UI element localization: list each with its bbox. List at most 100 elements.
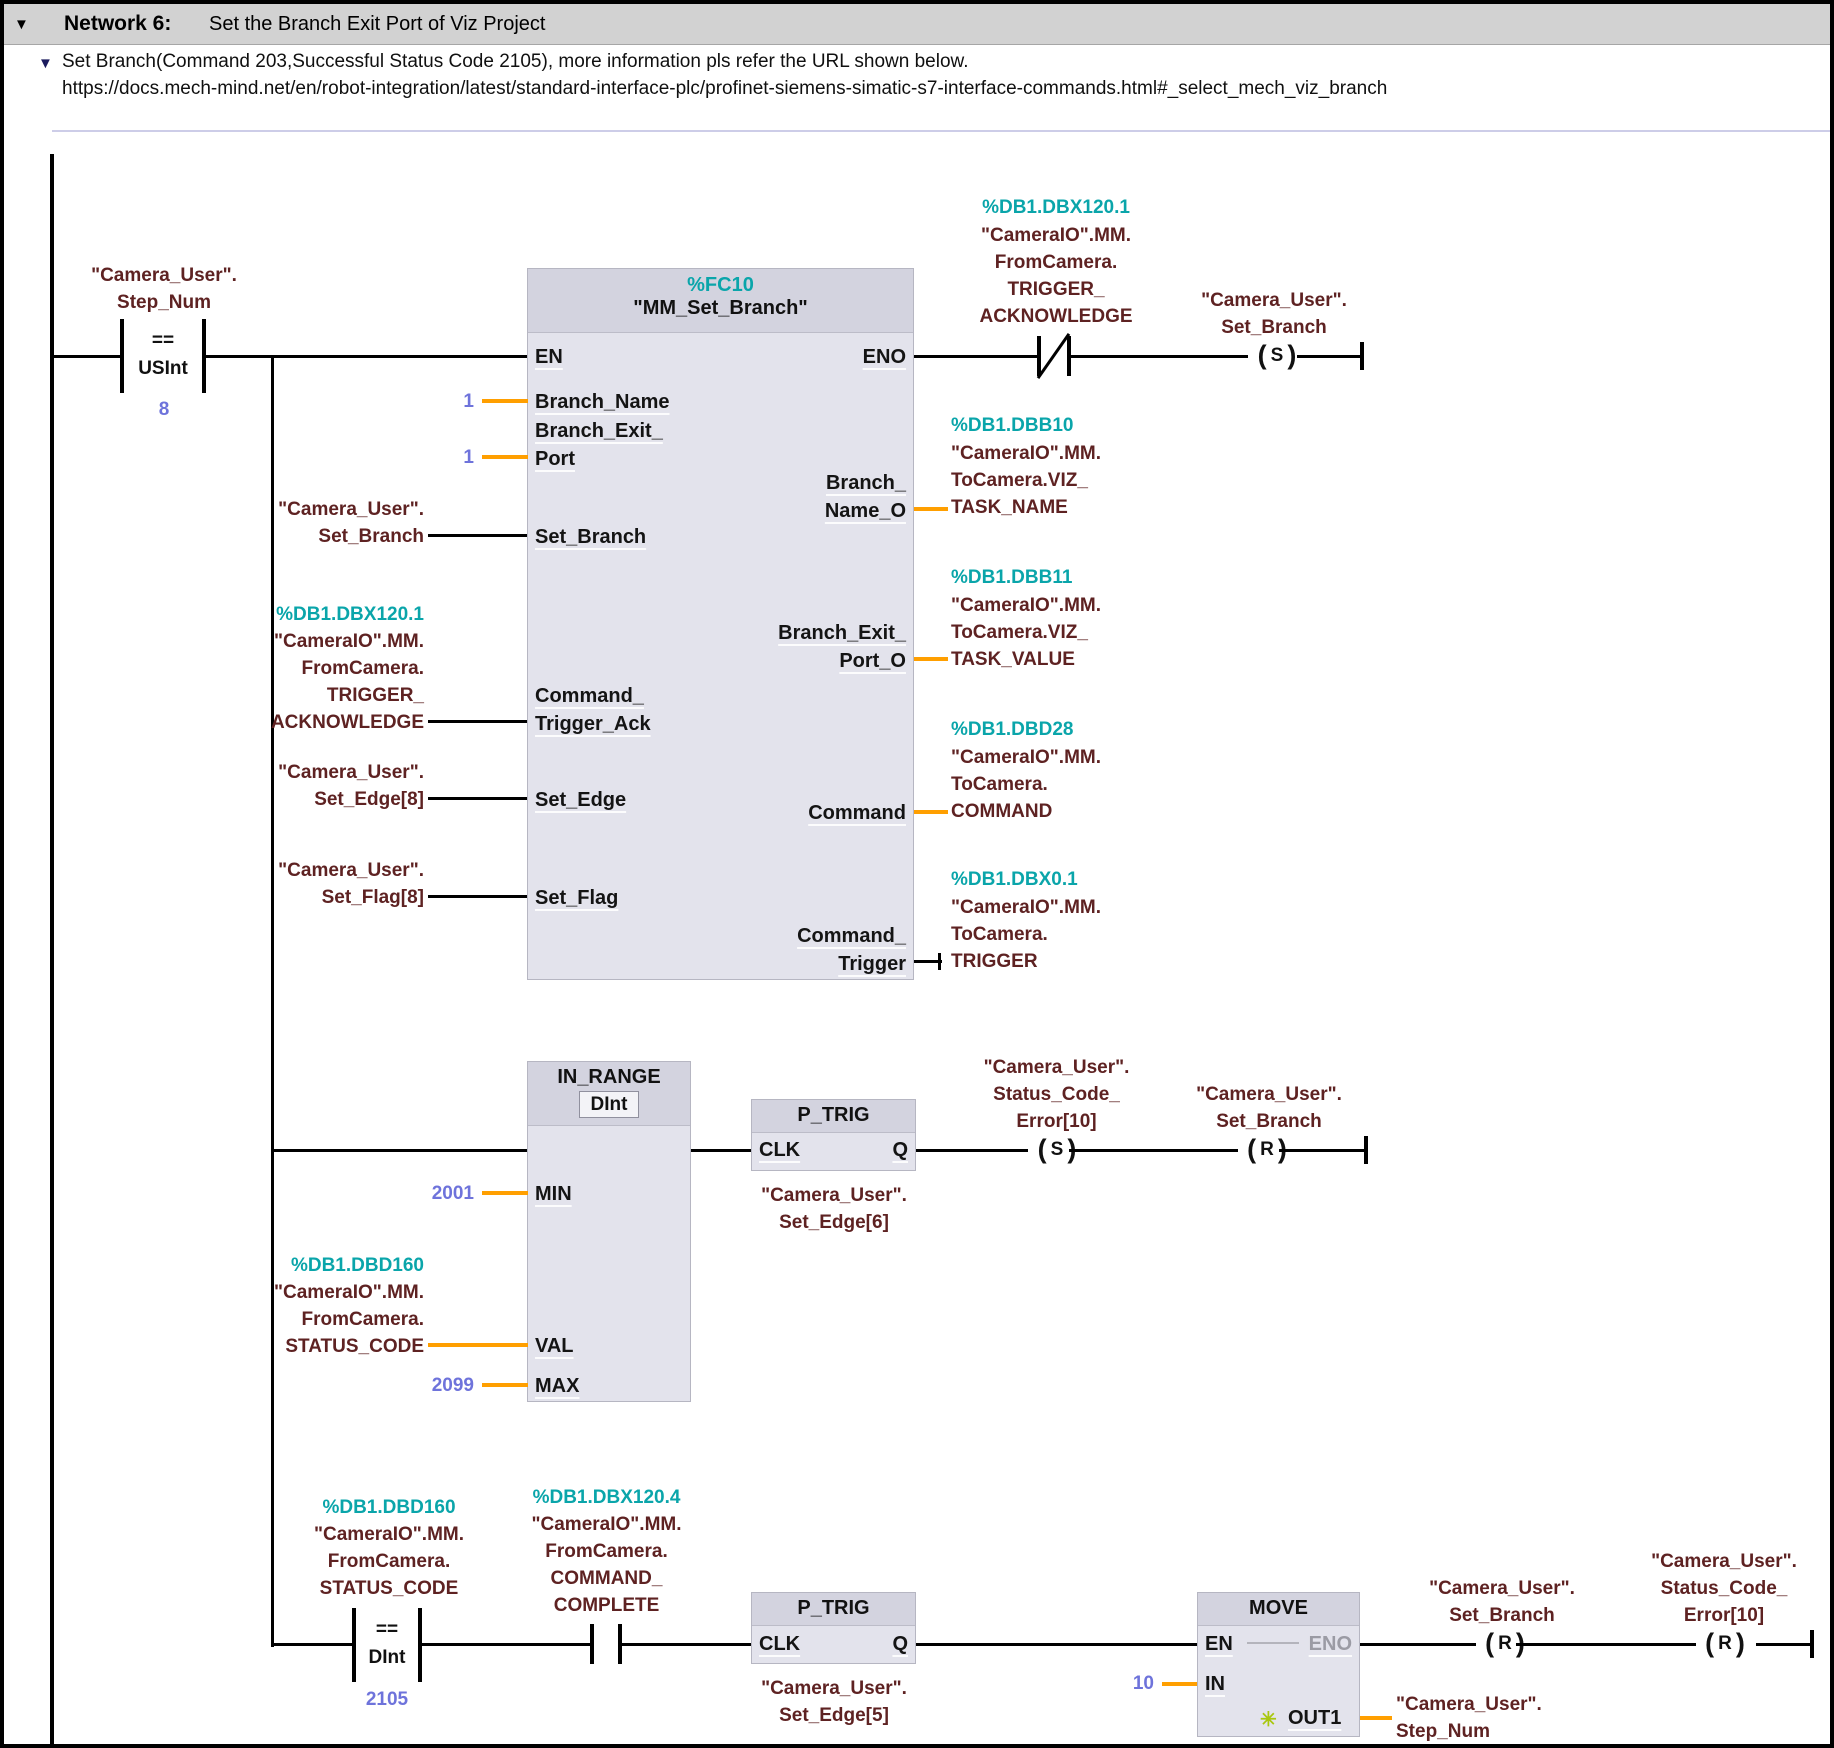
contact-bar (352, 1608, 356, 1682)
compare-type: DInt (357, 1644, 417, 1672)
wire (1516, 1643, 1704, 1646)
operand-tag-step-num[interactable]: "Camera_User". Step_Num (91, 265, 237, 313)
operand-tag-task-name[interactable]: "CameraIO".MM. ToCamera.VIZ_ TASK_NAME (951, 443, 1101, 518)
reset-coil[interactable]: R (1696, 1628, 1754, 1659)
operand-address-nc-contact[interactable]: %DB1.DBX120.1 (982, 197, 1130, 218)
compare-type: USInt (126, 355, 200, 383)
operand-tag-task-value[interactable]: "CameraIO".MM. ToCamera.VIZ_ TASK_VALUE (951, 595, 1101, 670)
no-contact-command-complete[interactable] (590, 1624, 622, 1664)
wire-orange (428, 1343, 528, 1347)
param-eno: ENO (862, 346, 906, 368)
operand-tag-set-branch-in[interactable]: "Camera_User". Set_Branch (278, 499, 424, 547)
constant-branch-name[interactable]: 1 (463, 391, 474, 412)
in-range-type[interactable]: DInt (579, 1091, 639, 1118)
param-out1: OUT1 (1288, 1707, 1342, 1729)
wire-orange (914, 657, 948, 661)
in-range-title: IN_RANGE (557, 1066, 661, 1088)
operand-tag-set-branch-r1[interactable]: "Camera_User". Set_Branch (1429, 1578, 1575, 1626)
param-eno: ENO (1308, 1633, 1352, 1655)
param-en: EN (535, 346, 563, 368)
param-clk: CLK (759, 1139, 801, 1161)
operand-tag-command-out[interactable]: "CameraIO".MM. ToCamera. COMMAND (951, 747, 1101, 822)
operand-tag-status-code-val[interactable]: "CameraIO".MM. FromCamera. STATUS_CODE (274, 1282, 424, 1357)
operand-tag-step-num-out[interactable]: "Camera_User". Step_Num (1396, 1694, 1542, 1742)
operand-tag-trigger-ack-in[interactable]: "CameraIO".MM. FromCamera. TRIGGER_ ACKN… (270, 631, 424, 733)
network-label[interactable]: Network 6: (64, 12, 172, 35)
move-title: MOVE (1249, 1597, 1308, 1619)
wire (622, 1643, 751, 1646)
param-branch-name-o: Branch_ Name_O (824, 472, 906, 522)
wire (914, 960, 942, 963)
operand-tag-status-code-error-r2[interactable]: "Camera_User". Status_Code_ Error[10] (1651, 1551, 1797, 1626)
p-trig-block-mid[interactable]: P_TRIG (751, 1099, 916, 1171)
constant-branch-exit-port[interactable]: 1 (463, 447, 474, 468)
wire (1071, 355, 1257, 358)
operand-address-status-code-cmp[interactable]: %DB1.DBD160 (322, 1497, 456, 1518)
operand-address-task-name[interactable]: %DB1.DBB10 (951, 415, 1074, 436)
operand-tag-set-edge6[interactable]: "Camera_User". Set_Edge[6] (761, 1185, 907, 1233)
operand-tag-set-flag-in[interactable]: "Camera_User". Set_Flag[8] (278, 860, 424, 908)
wire (428, 797, 527, 800)
contact-bar (1067, 336, 1071, 376)
network-title[interactable]: Set the Branch Exit Port of Viz Project (209, 13, 546, 35)
operand-address-trigger-out[interactable]: %DB1.DBX0.1 (951, 869, 1078, 890)
wire (206, 355, 527, 358)
operand-tag-set-branch-r[interactable]: "Camera_User". Set_Branch (1196, 1084, 1342, 1132)
operand-tag-status-code-cmp[interactable]: "CameraIO".MM. FromCamera. STATUS_CODE (314, 1524, 464, 1599)
in-range-block[interactable]: IN_RANGE DInt (527, 1061, 691, 1402)
constant-min[interactable]: 2001 (431, 1183, 474, 1204)
network-header-bar (4, 4, 1830, 45)
operand-tag-nc-contact[interactable]: "CameraIO".MM. FromCamera. TRIGGER_ ACKN… (979, 225, 1133, 327)
operand-address-command-out[interactable]: %DB1.DBD28 (951, 719, 1074, 740)
compare-contact-usint[interactable]: == USInt (120, 319, 206, 393)
network-comment[interactable]: Set Branch(Command 203,Successful Status… (62, 51, 1388, 99)
wire (914, 355, 1041, 358)
operand-address-status-code-val[interactable]: %DB1.DBD160 (290, 1255, 424, 1276)
operand-tag-set-edge5[interactable]: "Camera_User". Set_Edge[5] (761, 1678, 907, 1726)
param-q: Q (892, 1633, 908, 1655)
power-rail (50, 154, 54, 1744)
compare-operator: == (357, 1616, 417, 1644)
contact-bar (202, 319, 206, 393)
constant-move-in[interactable]: 10 (1132, 1673, 1154, 1694)
operand-address-task-value[interactable]: %DB1.DBB11 (951, 567, 1073, 588)
operand-tag-status-code-error-s[interactable]: "Camera_User". Status_Code_ Error[10] (983, 1057, 1130, 1132)
operand-address-trigger-ack-in[interactable]: %DB1.DBX120.1 (276, 604, 424, 625)
param-command-trigger: Command_ Trigger (797, 925, 906, 975)
nc-contact-trigger-acknowledge[interactable] (1036, 333, 1071, 379)
wire-orange (482, 399, 528, 403)
p-trig-block-bottom[interactable]: P_TRIG (751, 1592, 916, 1664)
wire-orange (482, 455, 528, 459)
compare-value[interactable]: 8 (158, 399, 170, 420)
param-max: MAX (535, 1375, 580, 1397)
compare-contact-dint[interactable]: == DInt (352, 1608, 422, 1682)
param-in: IN (1205, 1673, 1225, 1695)
param-branch-exit-port: Branch_Exit_ Port (535, 420, 663, 470)
fc-block-mm-set-branch[interactable]: %FC10 "MM_Set_Branch" (527, 268, 914, 980)
p-trig-title: P_TRIG (797, 1597, 870, 1619)
wire (54, 355, 122, 358)
operand-tag-set-edge-in[interactable]: "Camera_User". Set_Edge[8] (278, 762, 424, 810)
operand-address-command-complete[interactable]: %DB1.DBX120.4 (532, 1487, 681, 1508)
wire-orange (914, 507, 948, 511)
operand-tag-trigger-out[interactable]: "CameraIO".MM. ToCamera. TRIGGER (951, 897, 1101, 972)
wire-orange (1162, 1682, 1197, 1686)
param-set-branch: Set_Branch (535, 526, 647, 548)
wire-endstop (1810, 1630, 1814, 1658)
compare-operator: == (126, 327, 200, 355)
constant-max[interactable]: 2099 (431, 1375, 474, 1396)
comment-collapse-icon[interactable]: ▼ (38, 55, 53, 72)
move-block[interactable]: MOVE (1197, 1592, 1360, 1737)
wire-orange (914, 810, 948, 814)
eno-open-wire (1247, 1642, 1299, 1644)
network-collapse-icon[interactable]: ▼ (14, 16, 29, 33)
set-coil[interactable]: S (1248, 340, 1306, 371)
operand-tag-set-coil-r1[interactable]: "Camera_User". Set_Branch (1201, 290, 1347, 338)
operand-tag-command-complete[interactable]: "CameraIO".MM. FromCamera. COMMAND_ COMP… (531, 1514, 682, 1616)
wire (1756, 1643, 1812, 1646)
contact-bar (120, 319, 124, 393)
compare-value[interactable]: 2105 (365, 1689, 409, 1710)
param-en: EN (1205, 1633, 1233, 1655)
param-min: MIN (535, 1183, 572, 1205)
